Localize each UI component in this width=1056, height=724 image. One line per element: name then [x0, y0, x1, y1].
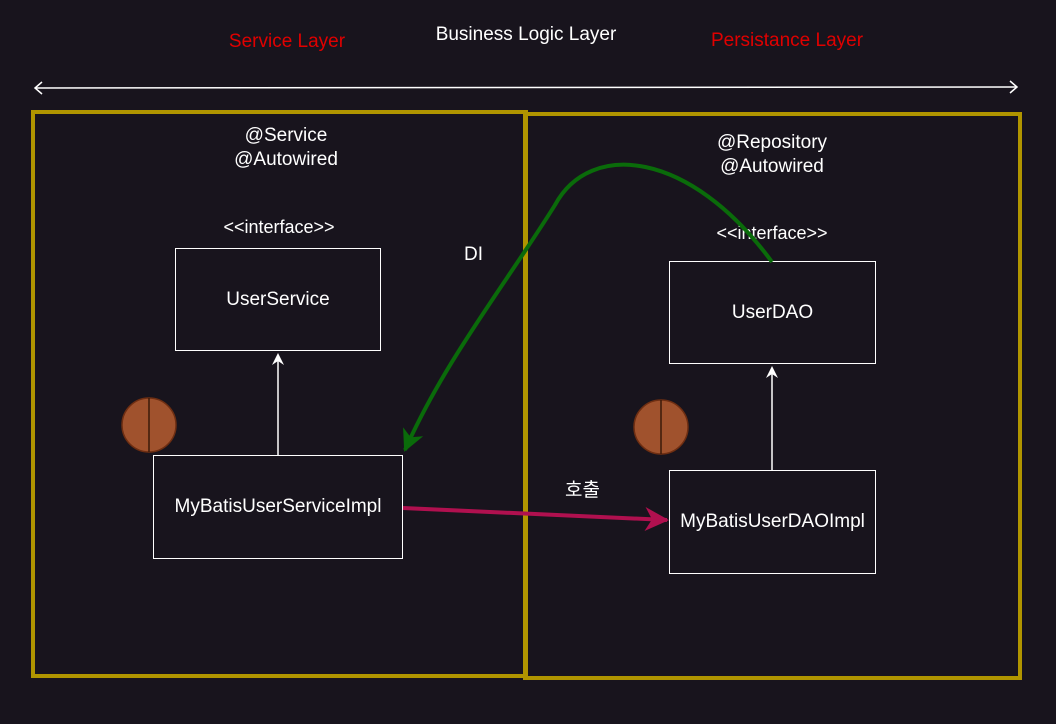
layer-span-arrow: [33, 80, 1019, 95]
di-arrow: [403, 162, 774, 452]
user-service-label: UserService: [226, 288, 330, 310]
mybatis-user-dao-impl-label: MyBatisUserDAOImpl: [680, 511, 865, 532]
service-annotation: @Service: [244, 125, 328, 146]
repository-annotations: @Repository @Autowired: [717, 131, 827, 179]
mybatis-user-service-impl-label: MyBatisUserServiceImpl: [174, 496, 382, 517]
user-dao-label: UserDAO: [731, 301, 814, 323]
service-layer-title: Service Layer: [228, 31, 346, 52]
call-label: 호출: [565, 480, 600, 501]
mybatis-user-dao-impl-box[interactable]: MyBatisUserDAOImpl: [669, 470, 876, 574]
persistence-layer-title: Persistance Layer: [710, 30, 864, 51]
di-label: DI: [464, 244, 483, 265]
repository-annotation: @Repository: [716, 132, 828, 153]
autowired-annotation: @Autowired: [720, 156, 824, 177]
user-service-interface-box[interactable]: UserService: [175, 248, 381, 351]
service-annotations: @Service @Autowired: [234, 124, 338, 172]
call-arrow: [402, 506, 669, 531]
bean-icon: [633, 399, 689, 455]
persistence-layer-container[interactable]: [523, 112, 1022, 680]
autowired-annotation: @Autowired: [234, 149, 338, 170]
service-interface-stereotype: <<interface>>: [223, 217, 335, 237]
mybatis-user-service-impl-box[interactable]: MyBatisUserServiceImpl: [153, 455, 403, 559]
business-logic-layer-title: Business Logic Layer: [435, 24, 617, 45]
bean-icon: [121, 397, 177, 453]
